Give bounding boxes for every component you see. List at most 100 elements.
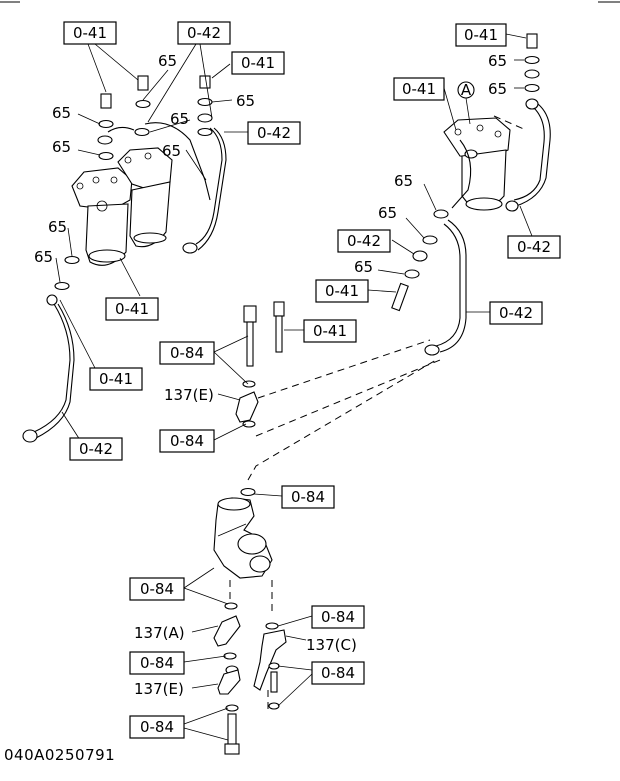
banjo-fitting-137c [253,629,287,691]
part-number: 65 [52,138,71,156]
leader [253,493,283,497]
leader [465,97,471,125]
head-bolt [124,156,132,164]
washer [98,151,114,161]
filter-bowl-bottom [88,249,126,263]
dashed-line [255,359,441,437]
label-text: 0-84 [140,718,174,736]
part-number: 65 [162,142,181,160]
label-text: 0-41 [115,300,149,318]
label-text: 0-84 [140,580,174,598]
leader [183,587,229,605]
leader [87,43,107,93]
banjo-fitting [46,294,58,306]
banjo-fitting [525,98,539,110]
leader [183,655,227,663]
label-text: 0-42 [517,238,551,256]
bolt-head [224,743,240,755]
leader [199,43,213,119]
bolt-head [273,301,285,317]
washer [134,127,150,137]
label-box: 0-42 [177,21,231,45]
callout-letter: A [461,81,472,99]
washer [422,235,438,245]
leader [423,183,437,211]
label-box: 0-84 [129,577,185,601]
label-text: 0-42 [257,124,291,142]
leader [147,43,197,123]
part-number: 65 [488,52,507,70]
eye-bolt-right [199,75,211,89]
leader [213,423,247,441]
eye-bolt [100,93,112,109]
leader [149,119,191,133]
pipe-link [107,126,135,133]
label-box: 0-84 [311,661,365,685]
part-number: 137(C) [306,636,357,654]
label-text: 0-84 [291,488,325,506]
leader [191,625,219,633]
label-box: 0-42 [337,229,391,253]
label-text: 0-84 [170,344,204,362]
label-text: 0-84 [321,664,355,682]
leader [142,69,169,101]
label-text: 0-41 [241,54,275,72]
right-filter-assembly: A 0-41 0-41 0-42 0- [315,23,561,356]
banjo-fitting-137a [213,615,241,647]
washer [404,269,420,279]
label-box: 0-41 [89,367,143,391]
label-box: 0-42 [507,235,561,259]
label-box: 0-41 [303,319,357,343]
label-text: 0-41 [313,322,347,340]
leader [211,63,231,79]
label-box: 0-41 [231,51,285,75]
leader [505,33,527,39]
washer [268,662,280,670]
banjo-fitting [412,250,428,262]
head-bolt [76,182,84,190]
leader [277,673,313,707]
leader [211,99,233,103]
label-text: 0-42 [499,304,533,322]
label-box: 0-41 [63,21,117,45]
leader [405,217,425,239]
pipe-right-2 [513,107,545,201]
head-bolt [110,176,118,184]
pipe-right-2 [197,127,227,251]
pipe-main [439,219,467,353]
pipe-bottom-2 [35,303,75,439]
pipe-end [505,200,519,212]
washer [240,487,256,497]
part-number: 65 [394,172,413,190]
dashed-line [247,359,437,481]
washer [135,99,151,109]
leader [285,635,307,641]
leader [183,567,215,589]
head-bolt [494,130,502,138]
label-text: 0-84 [170,432,204,450]
leader [77,149,101,156]
pump-port [237,533,267,555]
leader [183,727,229,741]
label-text: 0-41 [464,26,498,44]
pipe-end [424,344,440,356]
part-number: 137(E) [134,680,184,698]
pump-assembly: 0-84 0-84 0-84 0-84 0-84 0-84 137(A) 137… [129,485,365,755]
filter-bowl-rear [129,181,171,248]
label-box: 0-84 [281,485,335,509]
pump-detail [217,523,247,537]
leader [191,683,219,689]
label-box: 0-84 [159,341,215,365]
leader [67,227,73,257]
label-text: 0-41 [73,24,107,42]
pipe-end [22,429,38,443]
left-filter-assembly: 0-41 0-42 0-41 0-42 0-41 0-41 0-42 65 65… [22,21,301,461]
part-number: 65 [48,218,67,236]
washer [242,380,256,388]
banjo-fitting-137e-2 [217,669,241,695]
washer [197,127,213,137]
label-text: 0-41 [99,370,133,388]
washer [224,602,238,610]
pipe-end [182,242,198,254]
leader [213,335,249,353]
